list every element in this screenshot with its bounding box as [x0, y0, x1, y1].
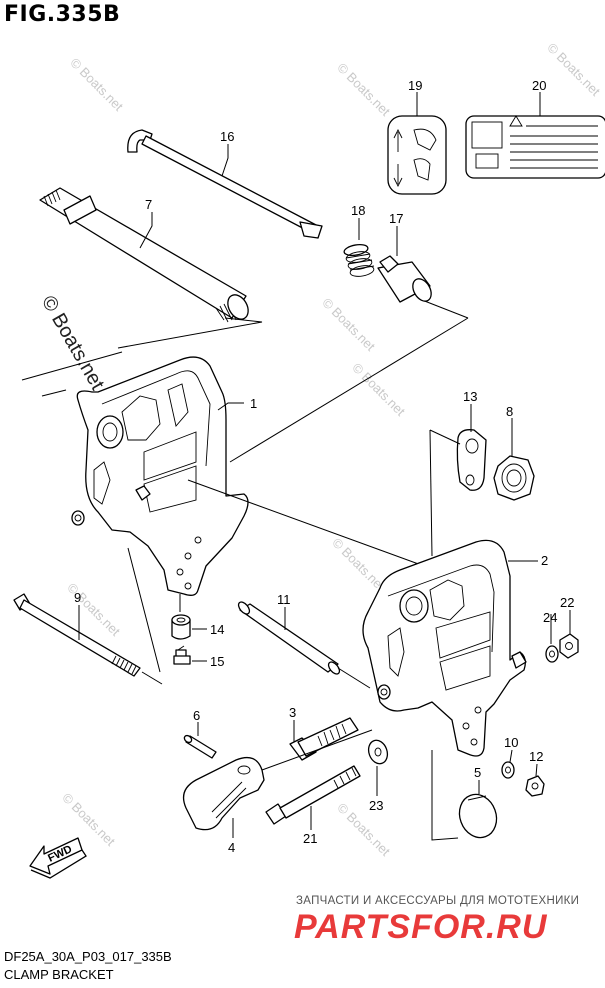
callout-14: 14 [210, 622, 224, 637]
callout-16: 16 [220, 129, 234, 144]
part-16-rod [127, 129, 323, 239]
leader-line [421, 299, 469, 319]
fwd-label: FWD [46, 843, 74, 864]
callout-20: 20 [532, 78, 546, 93]
callout-18: 18 [351, 203, 365, 218]
part-20-label [465, 115, 605, 179]
part-1-clamp-bracket [71, 356, 249, 596]
callout-17: 17 [389, 211, 403, 226]
part-12-nut [525, 775, 545, 797]
part-19-sticker [387, 115, 447, 195]
callout-leaders [78, 92, 571, 838]
partsfor-tagline: ЗАПЧАСТИ И АКСЕССУАРЫ ДЛЯ МОТОТЕХНИКИ [296, 895, 580, 907]
callout-10: 10 [504, 735, 518, 750]
leader-line [187, 479, 425, 567]
leader-line [261, 729, 373, 771]
part-24-washer [545, 645, 559, 663]
leader-line [429, 429, 461, 445]
callout-7: 7 [145, 197, 152, 212]
part-15-bolt [173, 645, 191, 665]
part-9-bolt [13, 593, 141, 677]
callout-4: 4 [228, 840, 235, 855]
callout-12: 12 [529, 749, 543, 764]
part-5-plug [458, 793, 498, 839]
leader-line [41, 389, 67, 397]
figure-code: DF25A_30A_P03_017_335B [4, 949, 172, 964]
leader-line [117, 317, 263, 349]
leader-line [141, 671, 163, 685]
callout-2: 2 [541, 553, 548, 568]
part-4-holder [182, 756, 265, 831]
callout-1: 1 [250, 396, 257, 411]
callout-11: 11 [277, 592, 291, 607]
part-14-bushing [171, 614, 191, 640]
part-2-clamp-bracket [362, 539, 527, 757]
fwd-arrow-icon: FWD [29, 837, 87, 879]
partsfor-brand: PARTSFOR.RU [294, 908, 548, 946]
part-18-spring [343, 244, 375, 277]
figure-name: CLAMP BRACKET [4, 967, 114, 982]
leader-line [431, 750, 459, 841]
figure-title: FIG.335B [4, 2, 121, 27]
part-10-washer [501, 761, 515, 779]
part-6-pin [183, 734, 217, 759]
leader-line [229, 317, 469, 463]
part-21-bolt [265, 765, 361, 825]
part-7-shaft [39, 187, 249, 323]
part-13-plate [456, 429, 487, 491]
callout-5: 5 [474, 765, 481, 780]
callout-8: 8 [506, 404, 513, 419]
leader-line [21, 351, 123, 381]
callout-22: 22 [560, 595, 574, 610]
callout-15: 15 [210, 654, 224, 669]
leader-line [429, 429, 433, 557]
callout-13: 13 [463, 389, 477, 404]
leader-line [127, 547, 161, 673]
part-8-nut [493, 455, 535, 501]
callout-21: 21 [303, 831, 317, 846]
leader-line [337, 667, 371, 689]
callout-6: 6 [193, 708, 200, 723]
callout-9: 9 [74, 590, 81, 605]
callout-24: 24 [543, 610, 557, 625]
callout-numbers: 7 16 19 20 18 17 1 13 8 2 9 11 14 15 24 … [74, 78, 574, 855]
part-17-pin [377, 255, 432, 303]
part-3-adjuster [289, 717, 359, 761]
callout-3: 3 [289, 705, 296, 720]
part-22-nut [559, 633, 579, 659]
part-23-washer [367, 739, 389, 765]
callout-23: 23 [369, 798, 383, 813]
callout-19: 19 [408, 78, 422, 93]
part-11-pin [237, 601, 341, 675]
